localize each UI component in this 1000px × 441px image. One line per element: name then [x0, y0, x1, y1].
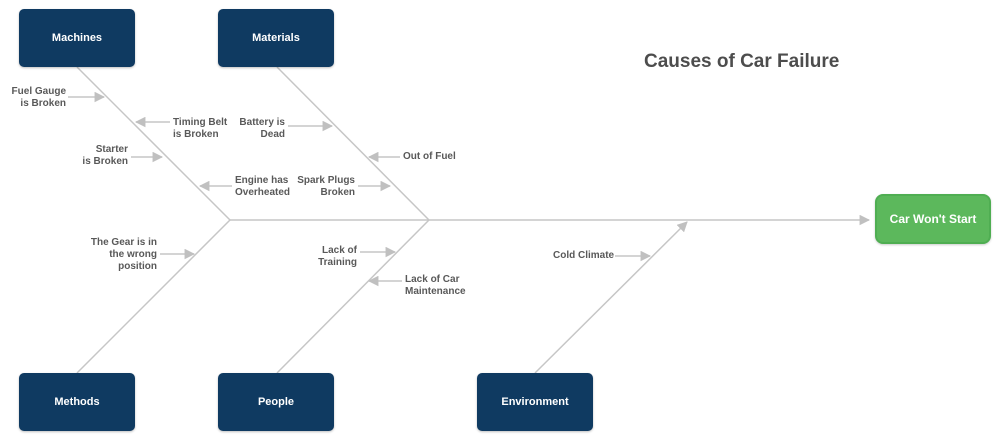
diagram-title: Causes of Car Failure: [644, 51, 840, 72]
category-box-methods[interactable]: Methods: [19, 373, 135, 431]
category-label-environment: Environment: [501, 396, 569, 408]
category-box-materials[interactable]: Materials: [218, 9, 334, 67]
cause-label-spark-plugs[interactable]: Spark Plugs Broken: [297, 175, 355, 198]
bone-environment: [534, 221, 688, 374]
effect-label: Car Won't Start: [889, 212, 977, 226]
cause-label-battery-dead[interactable]: Battery is Dead: [239, 117, 285, 140]
category-label-materials: Materials: [252, 32, 300, 44]
cause-label-out-of-fuel[interactable]: Out of Fuel: [403, 151, 456, 162]
cause-label-timing-belt[interactable]: Timing Belt is Broken: [173, 117, 228, 140]
bone-people: [276, 219, 430, 374]
cause-label-starter[interactable]: Starter is Broken: [82, 144, 128, 167]
cause-label-lack-of-training[interactable]: Lack of Training: [318, 245, 357, 268]
effect-box-car-wont-start[interactable]: Car Won't Start: [875, 194, 991, 244]
category-box-environment[interactable]: Environment: [477, 373, 593, 431]
category-label-methods: Methods: [54, 396, 100, 408]
category-label-machines: Machines: [51, 32, 103, 44]
cause-label-engine-overheated[interactable]: Engine has Overheated: [235, 175, 291, 198]
cause-label-fuel-gauge[interactable]: Fuel Gauge is Broken: [11, 86, 66, 109]
bone-materials: [276, 66, 430, 221]
category-box-machines[interactable]: Machines: [19, 9, 135, 67]
cause-label-gear-position[interactable]: The Gear is in the wrong position: [90, 237, 157, 272]
category-label-people: People: [257, 396, 295, 408]
cause-label-cold-climate[interactable]: Cold Climate: [553, 250, 615, 261]
bone-methods: [76, 219, 231, 374]
category-box-people[interactable]: People: [218, 373, 334, 431]
cause-label-lack-of-car-maintenance[interactable]: Lack of Car Maintenance: [405, 274, 466, 297]
